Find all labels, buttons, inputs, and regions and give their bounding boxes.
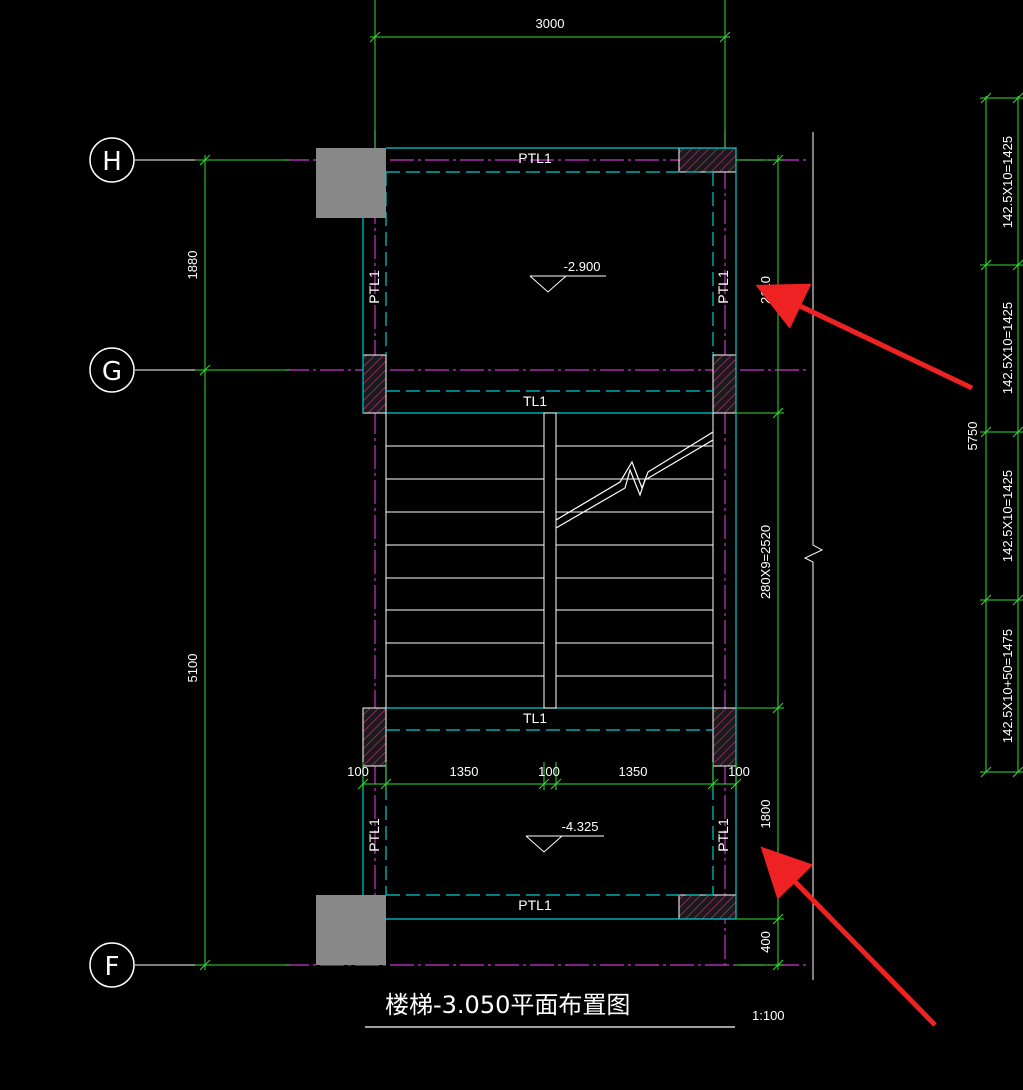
beam-label-bottom: PTL1 bbox=[518, 897, 552, 913]
dim-left-upper-text: 1880 bbox=[185, 251, 200, 280]
beam-label-upper-right: PTL1 bbox=[715, 270, 731, 304]
dim-bottom-e-text: 100 bbox=[728, 764, 750, 779]
beam-label-lower-right: PTL1 bbox=[715, 818, 731, 852]
axis-label-f: F bbox=[105, 952, 120, 982]
dim-far-right bbox=[980, 92, 1023, 778]
dim-right-bottom-text: 400 bbox=[758, 931, 773, 953]
dim-far-right-3-text: 142.5X10=1425 bbox=[1000, 470, 1015, 562]
dim-far-right-1-text: 142.5X10=1425 bbox=[1000, 136, 1015, 228]
beam-label-top: PTL1 bbox=[518, 150, 552, 166]
axis-label-g: G bbox=[102, 357, 122, 387]
dim-bottom-c-text: 100 bbox=[538, 764, 560, 779]
red-arrow-lower bbox=[760, 846, 937, 1027]
dim-top-width-text: 3000 bbox=[536, 16, 565, 31]
dim-left-lower-text: 5100 bbox=[185, 654, 200, 683]
red-arrow-upper bbox=[755, 283, 974, 391]
elevation-marker-upper bbox=[529, 275, 606, 293]
dim-far-right-total-text: 5750 bbox=[965, 422, 980, 451]
stair-well bbox=[543, 412, 557, 709]
axis-bubble-f: F bbox=[89, 942, 135, 988]
beam-label-tl-upper: TL1 bbox=[523, 393, 547, 409]
dim-bottom-a-text: 100 bbox=[347, 764, 369, 779]
dim-left bbox=[195, 154, 290, 971]
elevation-lower-text: -4.325 bbox=[562, 819, 599, 834]
dim-far-right-2-text: 142.5X10=1425 bbox=[1000, 302, 1015, 394]
column-top-left bbox=[316, 148, 386, 218]
axis-bubble-h: H bbox=[89, 137, 135, 183]
beam-label-lower-left: PTL1 bbox=[366, 818, 382, 852]
hatched-columns bbox=[362, 147, 737, 920]
section-break-line bbox=[803, 132, 824, 980]
column-bottom-left bbox=[316, 895, 386, 965]
elevation-upper-text: -2.900 bbox=[564, 259, 601, 274]
beam-label-upper-left: PTL1 bbox=[366, 270, 382, 304]
dim-bottom-b-text: 1350 bbox=[450, 764, 479, 779]
axis-label-h: H bbox=[102, 147, 122, 177]
dim-top-width bbox=[369, 0, 731, 150]
dim-bottom-row bbox=[357, 762, 742, 790]
beam-label-tl-lower: TL1 bbox=[523, 710, 547, 726]
dim-right-landing-text: 1800 bbox=[758, 800, 773, 829]
drawing-scale: 1:100 bbox=[752, 1008, 785, 1023]
break-line bbox=[555, 439, 714, 529]
elevation-marker-lower bbox=[525, 835, 604, 853]
dim-far-right-4-text: 142.5X10+50=1475 bbox=[1000, 629, 1015, 743]
axis-bubble-g: G bbox=[89, 347, 135, 393]
drawing-title: 楼梯-3.050平面布置图 bbox=[385, 991, 630, 1019]
dim-bottom-d-text: 1350 bbox=[619, 764, 648, 779]
axis-leaders bbox=[135, 159, 285, 966]
dim-right-stair-text: 280X9=2520 bbox=[758, 525, 773, 599]
